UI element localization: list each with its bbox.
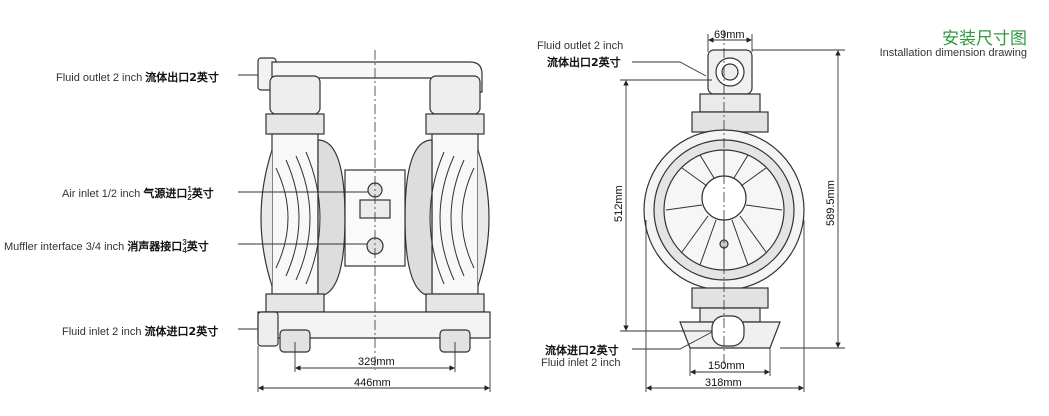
front-view-pump bbox=[257, 50, 491, 370]
page-title: 安装尺寸图 bbox=[942, 29, 1027, 49]
dim-512: 512mm bbox=[613, 185, 625, 222]
right-fluid-outlet-label-cn: 流体出口2英寸 bbox=[547, 56, 621, 69]
side-view-pump bbox=[643, 30, 805, 370]
page-subtitle: Installation dimension drawing bbox=[879, 47, 1027, 59]
dim-329: 329mm bbox=[358, 356, 395, 368]
dim-150: 150mm bbox=[708, 360, 745, 372]
right-fluid-inlet-label-en: Fluid inlet 2 inch bbox=[541, 357, 621, 369]
right-fluid-inlet-label-cn: 流体进口2英寸 bbox=[545, 344, 619, 357]
dim-589-5: 589.5mm bbox=[825, 180, 837, 226]
dim-318: 318mm bbox=[705, 377, 742, 389]
left-leader-lines bbox=[238, 74, 368, 330]
left-fluid-inlet-label: Fluid inlet 2 inch 流体进口2英寸 bbox=[62, 325, 219, 338]
right-dimensions bbox=[620, 34, 845, 392]
left-fluid-outlet-label: Fluid outlet 2 inch 流体出口2英寸 bbox=[56, 71, 219, 84]
right-fluid-outlet-label-en: Fluid outlet 2 inch bbox=[537, 40, 624, 52]
left-dimensions bbox=[257, 340, 491, 392]
dim-69: 69mm bbox=[714, 29, 745, 41]
dim-446: 446mm bbox=[354, 377, 391, 389]
right-leader-lines bbox=[632, 61, 713, 350]
